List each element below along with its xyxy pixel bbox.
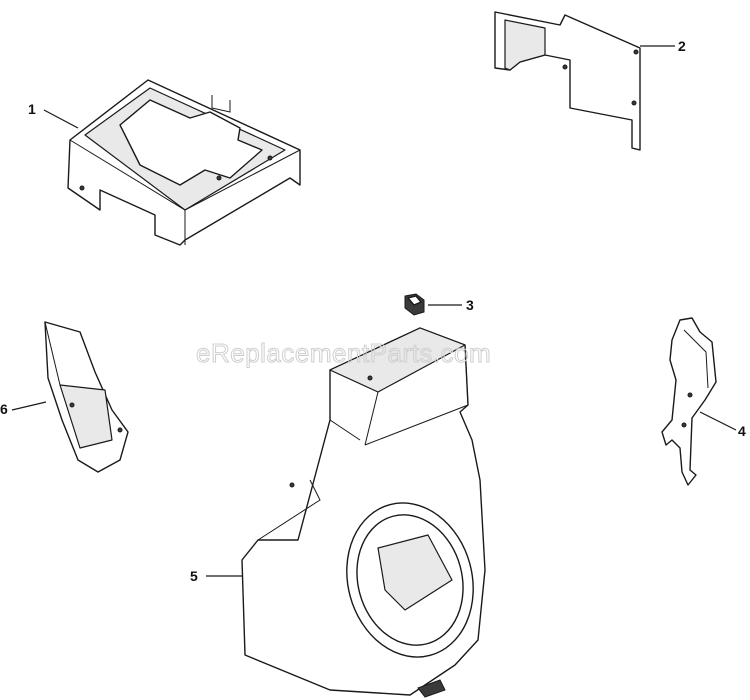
part-1-shroud [67, 79, 301, 246]
callout-5: 5 [190, 568, 198, 584]
part-4-bracket [661, 317, 717, 486]
part-5-blower-housing [241, 327, 486, 698]
part-3-clip [404, 293, 425, 316]
callout-2: 2 [678, 38, 686, 54]
callout-1: 1 [28, 101, 36, 117]
part-6-side-baffle [44, 321, 129, 473]
callout-4: 4 [738, 423, 746, 439]
leader-1 [43, 109, 79, 129]
leader-6 [11, 401, 47, 411]
part-2-deflector-plate [494, 11, 641, 151]
watermark: eReplacementParts.com [196, 338, 491, 368]
leader-4 [699, 411, 737, 431]
callout-3: 3 [466, 297, 474, 313]
callout-6: 6 [0, 401, 8, 417]
